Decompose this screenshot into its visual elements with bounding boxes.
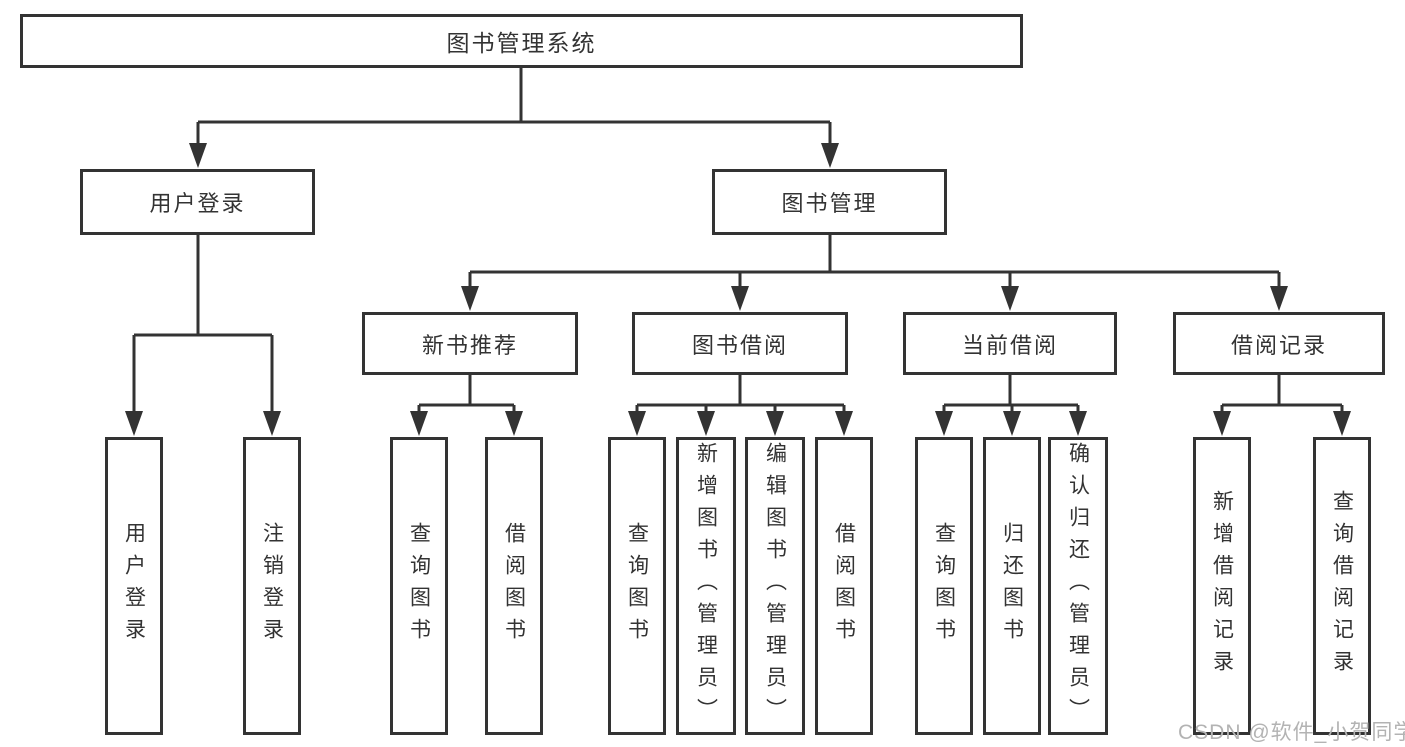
leaf-logout: 注销登录 — [243, 437, 301, 735]
node-library-system: 图书管理系统 — [20, 14, 1023, 68]
leaf-add-borrow-record: 新增借阅记录 — [1193, 437, 1251, 735]
leaf-edit-books-admin: 编辑图书（管理员） — [745, 437, 805, 735]
leaf-newbook-borrow-books: 借阅图书 — [485, 437, 543, 735]
leaf-add-books-admin: 新增图书（管理员） — [676, 437, 736, 735]
node-label: 确认归还（管理员） — [1066, 442, 1090, 730]
node-label: 查询图书 — [932, 522, 956, 650]
node-label: 查询借阅记录 — [1330, 490, 1354, 682]
node-label: 图书管理 — [781, 191, 878, 216]
node-label: 查询图书 — [407, 522, 431, 650]
node-label: 编辑图书（管理员） — [763, 442, 787, 730]
leaf-newbook-query-books: 查询图书 — [390, 437, 448, 735]
node-user-login: 用户登录 — [80, 169, 315, 235]
arrowheads — [125, 143, 1351, 436]
node-new-book-recommendation: 新书推荐 — [362, 312, 578, 375]
node-borrowing-records: 借阅记录 — [1173, 312, 1385, 375]
leaf-borrowing-borrow-books: 借阅图书 — [815, 437, 873, 735]
node-label: 图书借阅 — [691, 332, 788, 358]
node-book-borrowing: 图书借阅 — [632, 312, 848, 375]
node-label: 借阅图书 — [502, 522, 526, 650]
node-label: 新增借阅记录 — [1210, 490, 1234, 682]
node-label: 用户登录 — [122, 522, 146, 650]
node-book-management: 图书管理 — [712, 169, 947, 235]
node-label: 查询图书 — [625, 522, 649, 650]
node-label: 借阅记录 — [1230, 332, 1327, 358]
leaf-query-borrow-record: 查询借阅记录 — [1313, 437, 1371, 735]
node-label: 归还图书 — [1000, 522, 1024, 650]
node-label: 图书管理系统 — [446, 30, 597, 56]
leaf-user-login: 用户登录 — [105, 437, 163, 735]
node-label: 用户登录 — [149, 191, 246, 216]
leaf-confirm-return-admin: 确认归还（管理员） — [1048, 437, 1108, 735]
node-label: 借阅图书 — [832, 522, 856, 650]
node-label: 新书推荐 — [421, 332, 518, 358]
leaf-return-books: 归还图书 — [983, 437, 1041, 735]
leaf-current-query-books: 查询图书 — [915, 437, 973, 735]
csdn-watermark: CSDN @软件_小贺同学 — [1178, 721, 1405, 744]
node-label: 新增图书（管理员） — [694, 442, 718, 730]
node-current-borrowing: 当前借阅 — [903, 312, 1117, 375]
leaf-borrowing-query-books: 查询图书 — [608, 437, 666, 735]
node-label: 当前借阅 — [961, 332, 1058, 358]
node-label: 注销登录 — [260, 522, 284, 650]
